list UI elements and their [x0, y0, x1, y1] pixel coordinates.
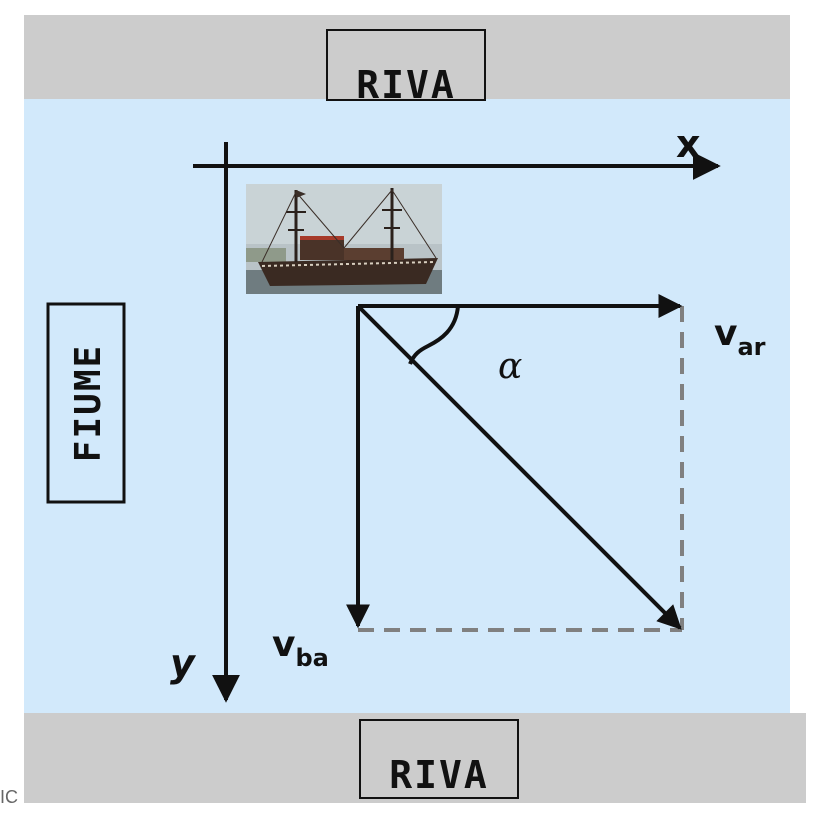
v-ar-symbol: v	[714, 313, 737, 354]
angle-arc	[408, 305, 460, 365]
v-ba-subscript: ba	[295, 644, 328, 672]
angle-label: α	[498, 346, 522, 387]
y-axis-label: y	[170, 641, 197, 685]
top-bank-label-box: RIVA	[326, 29, 486, 107]
bottom-bank-label-box: RIVA	[359, 719, 519, 799]
river-label: FIUME	[68, 344, 109, 462]
v-ar-label: var	[714, 313, 766, 361]
corner-text: IC	[0, 787, 18, 807]
bottom-bank-label: RIVA	[389, 753, 489, 797]
boat-photo	[246, 184, 442, 294]
river-label-box: FIUME	[46, 302, 126, 504]
v-ba-symbol: v	[272, 624, 295, 665]
v-ar-subscript: ar	[737, 333, 765, 361]
top-bank-label: RIVA	[356, 63, 456, 107]
x-axis-label: x	[676, 122, 701, 166]
v-ba-label: vba	[272, 624, 329, 672]
